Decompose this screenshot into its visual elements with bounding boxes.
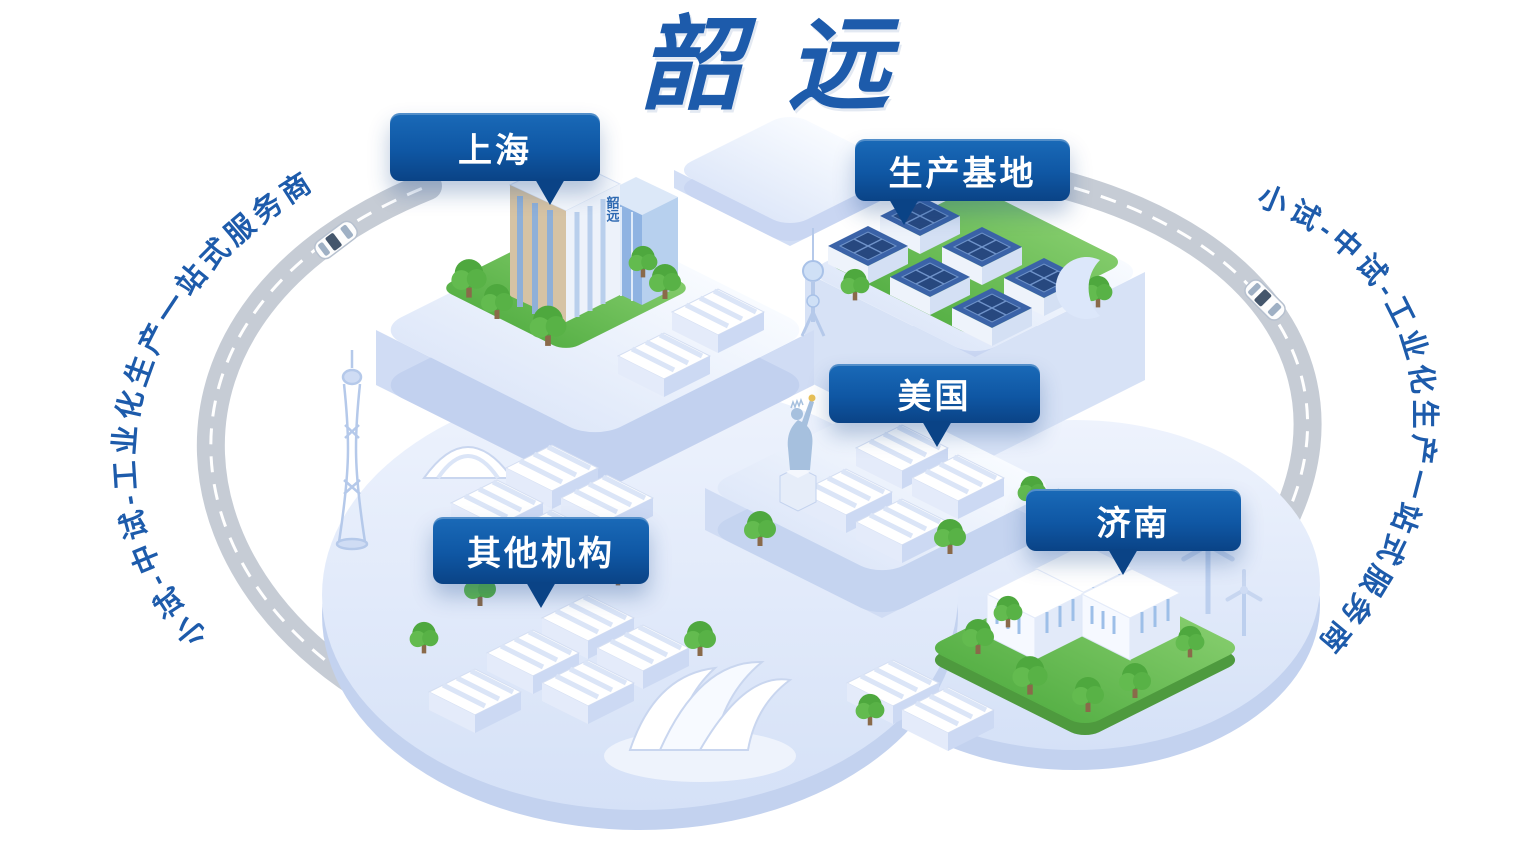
hangar-icon <box>422 446 514 480</box>
statue-of-liberty-icon <box>779 394 817 512</box>
oriental-pearl-tower-icon <box>800 228 826 337</box>
callout-other-institutions: 其他机构 <box>433 517 649 584</box>
moon-icon <box>1055 257 1100 319</box>
callout-jinan: 济南 <box>1026 489 1241 551</box>
tv-tower-icon <box>335 350 369 551</box>
callout-jinan-label: 济南 <box>1096 504 1171 543</box>
callout-usa: 美国 <box>829 364 1040 423</box>
platform-top <box>674 116 906 246</box>
wind-turbine-icon-small <box>1225 569 1263 636</box>
callout-other-institutions-label: 其他机构 <box>467 535 615 573</box>
callout-shanghai-label: 上海 <box>458 131 532 170</box>
callout-shanghai: 上海 <box>390 113 600 181</box>
callout-production-base-label: 生产基地 <box>888 154 1037 193</box>
usa-platform <box>705 394 1059 618</box>
callout-production-base: 生产基地 <box>855 139 1070 201</box>
opera-house-icon <box>604 660 796 782</box>
callout-usa-label: 美国 <box>897 378 972 416</box>
company-title: 韶远 <box>639 10 936 123</box>
building-sign-label: 韶远 <box>605 195 620 223</box>
shanghai-platform: 韶远 <box>376 157 814 494</box>
jinan-campus <box>934 542 1236 736</box>
